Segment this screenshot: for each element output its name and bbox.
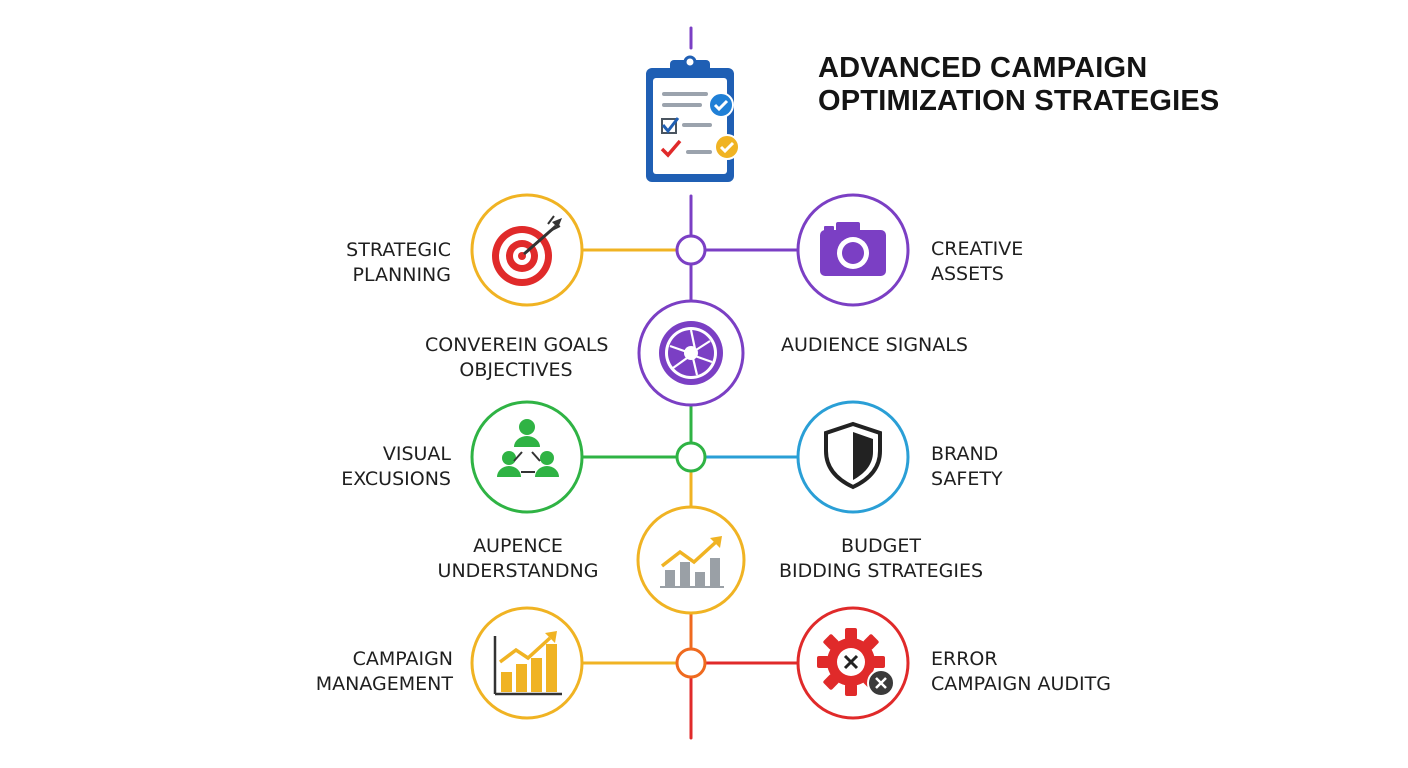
- aperture-icon: [659, 321, 723, 385]
- growth-chart-icon: [660, 536, 724, 588]
- node-campaign-management: [470, 606, 584, 720]
- node-conversion-goals: [637, 299, 745, 407]
- camera-icon: [820, 222, 886, 276]
- label-conversion-goals: CONVEREIN GOALS OBJECTIVES: [425, 334, 609, 381]
- label-budget-bidding: BUDGET BIDDING STRATEGIES: [778, 535, 984, 582]
- node-audience-understanding: [636, 505, 746, 615]
- node-brand-safety: [796, 400, 910, 514]
- node-visual-excusions: [470, 400, 584, 514]
- clipboard-icon: [646, 55, 740, 182]
- page-title: ADVANCED CAMPAIGN OPTIMIZATION STRATEGIE…: [818, 52, 1219, 118]
- label-brand-safety: BRAND SAFETY: [931, 443, 1003, 490]
- bar-chart-icon: [493, 631, 562, 696]
- shield-icon: [824, 421, 882, 490]
- junction-3: [675, 647, 707, 679]
- target-icon: [492, 215, 562, 286]
- label-campaign-management: CAMPAIGN MANAGEMENT: [315, 648, 453, 695]
- people-network-icon: [497, 419, 559, 477]
- junctions: [675, 234, 707, 679]
- junction-2: [675, 441, 707, 473]
- label-audience-signals: AUDIENCE SIGNALS: [781, 334, 968, 356]
- gear-error-icon: [817, 628, 895, 697]
- title-line-2: OPTIMIZATION STRATEGIES: [818, 85, 1220, 117]
- label-strategic-planning: STRATEGIC PLANNING: [346, 239, 451, 286]
- label-error-audit: ERROR CAMPAIGN AUDITG: [931, 648, 1111, 695]
- node-error-audit: [796, 606, 910, 720]
- node-creative-assets: [796, 193, 910, 307]
- junction-1: [675, 234, 707, 266]
- connectors: [583, 248, 798, 665]
- label-visual-excusions: VISUAL EXCUSIONS: [341, 443, 451, 490]
- title-line-1: ADVANCED CAMPAIGN: [818, 52, 1148, 84]
- node-strategic-planning: [470, 193, 584, 307]
- label-audience-understanding: AUPENCE UNDERSTANDNG: [437, 535, 599, 582]
- label-creative-assets: CREATIVE ASSETS: [931, 238, 1024, 285]
